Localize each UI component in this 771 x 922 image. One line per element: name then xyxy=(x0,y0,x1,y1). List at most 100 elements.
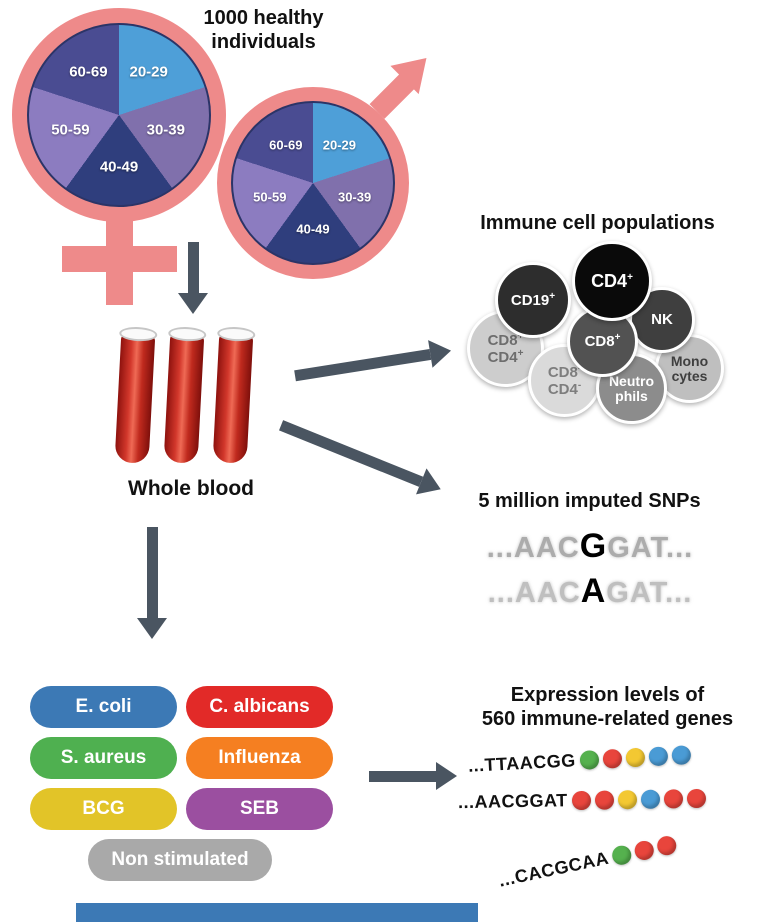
cohort-title-line1: 1000 healthy xyxy=(203,7,324,29)
age-label: 40-49 xyxy=(296,221,330,237)
cell-label-sup: + xyxy=(614,332,621,344)
age-label: 60-69 xyxy=(269,137,303,153)
stimulus-label: Influenza xyxy=(218,747,301,768)
red-dot xyxy=(632,839,656,862)
cell-label: NK xyxy=(651,311,673,329)
expression-row: ...AACGGAT xyxy=(458,788,706,813)
stimulus-calbicans: C. albicans xyxy=(186,686,333,728)
stimulus-label: BCG xyxy=(82,798,125,819)
red-dot xyxy=(663,789,683,809)
cell-label: Neutro xyxy=(608,372,655,389)
male-age-pie: 20-29 30-39 40-49 50-59 60-69 xyxy=(233,103,393,263)
age-label: 30-39 xyxy=(337,189,372,205)
expression-row-0-dots xyxy=(579,745,692,770)
female-symbol-crossbar xyxy=(62,246,177,272)
blue-dot xyxy=(671,745,692,766)
red-dot xyxy=(655,834,678,857)
arrow-head xyxy=(436,762,457,790)
arrow-to-immune-cells xyxy=(293,336,454,389)
green-dot xyxy=(610,843,634,867)
age-label: 20-29 xyxy=(322,137,357,153)
age-label: 20-29 xyxy=(129,63,168,81)
stimulus-bcg: BCG xyxy=(30,788,177,830)
stimulus-label: Non stimulated xyxy=(111,849,249,870)
cell-label: CD8 xyxy=(487,331,518,349)
yellow-dot xyxy=(625,747,646,768)
blood-tube xyxy=(112,326,158,468)
arrow-shaft xyxy=(369,770,436,782)
cell-label: CD19 xyxy=(510,291,550,309)
stimulus-ecoli: E. coli xyxy=(30,686,177,728)
cell-label-sup: + xyxy=(517,330,524,342)
cell-label: CD4 xyxy=(547,380,578,398)
red-dot xyxy=(602,748,623,769)
expression-title-line1: Expression levels of xyxy=(510,684,705,706)
stimulus-label: SEB xyxy=(239,798,280,819)
tube-blood xyxy=(163,334,205,464)
age-label: 60-69 xyxy=(69,63,108,81)
arrow-down-to-stimuli-head xyxy=(137,618,167,639)
expression-row: ...TTAACGG xyxy=(467,744,692,777)
male-symbol: 20-29 30-39 40-49 50-59 60-69 xyxy=(217,87,409,279)
snp-sequence-ref: ...AACGGAT... xyxy=(425,527,755,572)
snp-seq-prefix: ...AAC xyxy=(487,577,581,609)
cell-cd19: CD19+ xyxy=(495,262,571,338)
cell-label-sup: + xyxy=(517,347,524,359)
arrow-shaft xyxy=(294,348,432,381)
arrow-to-expression xyxy=(369,762,457,790)
snp-sequences: ...AACGGAT... ...AACAGAT... xyxy=(425,527,755,617)
snp-variant-letter: G xyxy=(579,527,608,565)
expression-sequence: ...CACGCAA xyxy=(496,847,611,891)
stimulus-label: C. albicans xyxy=(209,696,310,717)
red-dot xyxy=(571,790,591,811)
red-dot xyxy=(686,788,706,809)
immune-cells-title: Immune cell populations xyxy=(480,212,715,234)
blue-dot xyxy=(640,789,660,809)
cell-cd4: CD4+ xyxy=(572,241,652,321)
cropped-blue-bar xyxy=(76,903,478,922)
expression-sequence: ...TTAACGG xyxy=(467,750,577,776)
stimulus-non-stimulated: Non stimulated xyxy=(88,839,272,881)
arrow-down-to-stimuli xyxy=(147,527,158,620)
expression-row-1-dots xyxy=(571,788,706,811)
blood-tube xyxy=(161,326,207,468)
cell-label: CD8 xyxy=(584,333,615,351)
tube-blood xyxy=(212,334,254,464)
age-label: 50-59 xyxy=(253,189,287,205)
cell-label: Mono xyxy=(670,352,709,369)
cell-label: cytes xyxy=(671,367,708,384)
age-label: 30-39 xyxy=(146,121,185,139)
expression-title-line2: 560 immune-related genes xyxy=(481,708,734,731)
stimulus-influenza: Influenza xyxy=(186,737,333,779)
cell-label: CD4 xyxy=(591,270,628,291)
stimulus-saureus: S. aureus xyxy=(30,737,177,779)
arrow-down-to-blood xyxy=(188,242,199,295)
female-symbol: 20-29 30-39 40-49 50-59 60-69 xyxy=(12,8,226,222)
snp-seq-suffix: GAT... xyxy=(606,577,693,609)
expression-row: ...CACGCAA xyxy=(497,833,678,891)
arrow-to-snps xyxy=(276,412,446,503)
blood-tube xyxy=(210,326,256,468)
age-label: 50-59 xyxy=(51,121,90,139)
female-age-pie: 20-29 30-39 40-49 50-59 60-69 xyxy=(29,25,209,205)
cell-label: CD4 xyxy=(487,348,518,366)
yellow-dot xyxy=(617,790,637,810)
whole-blood-label: Whole blood xyxy=(128,477,254,500)
tube-blood xyxy=(114,334,156,464)
expression-title: Expression levels of 560 immune-related … xyxy=(450,683,765,732)
snp-variant-letter: A xyxy=(580,572,607,610)
cell-label-sup: - xyxy=(577,379,582,391)
snp-seq-prefix: ...AAC xyxy=(486,532,580,564)
stimulus-label: E. coli xyxy=(75,696,132,717)
stimulus-label: S. aureus xyxy=(60,747,147,768)
snp-seq-suffix: GAT... xyxy=(607,532,694,564)
arrow-down-to-blood-head xyxy=(178,293,208,314)
cell-label: CD8 xyxy=(547,363,578,381)
arrow-head xyxy=(428,336,454,368)
cell-label-sup: + xyxy=(549,290,556,302)
expression-row-2-dots xyxy=(610,834,678,867)
cell-label: phils xyxy=(615,387,648,404)
cell-label-sup: + xyxy=(627,271,633,283)
stimulus-seb: SEB xyxy=(186,788,333,830)
age-label: 40-49 xyxy=(99,158,139,176)
